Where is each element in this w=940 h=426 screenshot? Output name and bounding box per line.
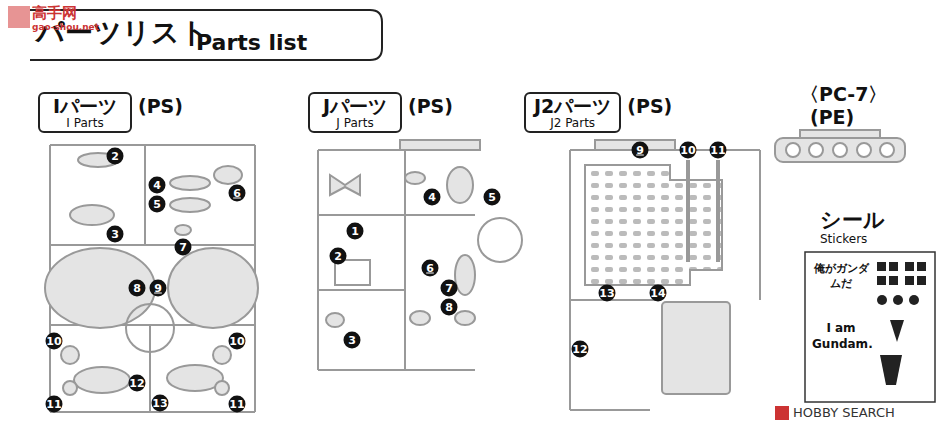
callout-number: 12 — [129, 375, 146, 392]
runner-name: J2パーツ — [534, 95, 611, 117]
label: Stickers — [820, 232, 867, 246]
sticker-text: 俺がガンダムだ — [812, 262, 870, 292]
callout-number: 4 — [424, 189, 441, 206]
callout-number: 12 — [572, 341, 589, 358]
callout-number: 11 — [229, 396, 246, 413]
j2-runner — [570, 140, 760, 410]
watermark-mark — [8, 6, 30, 28]
callout-number: 9 — [632, 142, 649, 159]
pc7-part — [775, 130, 905, 162]
runner-header: IパーツI Parts(PS) — [38, 92, 132, 133]
callout-number: 13 — [152, 395, 169, 412]
material-code: (PS) — [138, 94, 183, 118]
callout-number: 3 — [107, 226, 124, 243]
callout-number: 3 — [344, 332, 361, 349]
callout-number: 10 — [229, 333, 246, 350]
callout-number: 9 — [150, 280, 167, 297]
callout-number: 11 — [710, 142, 727, 159]
callout-number: 8 — [441, 299, 458, 316]
callout-number: 2 — [107, 148, 124, 165]
material-code: (PS) — [627, 94, 672, 118]
runner-name: Iパーツ — [48, 95, 122, 117]
watermark: 高手网 — [32, 4, 77, 23]
sticker-text: I am Gundam. — [812, 320, 870, 352]
callout-number: 10 — [46, 333, 63, 350]
label: 〈PC-7〉 — [800, 82, 887, 108]
callout-number: 2 — [330, 248, 347, 265]
i-runner — [45, 145, 258, 412]
runner-name: Jパーツ — [318, 95, 392, 117]
callout-number: 4 — [149, 177, 166, 194]
callout-number: 5 — [484, 189, 501, 206]
logo-mark — [775, 406, 789, 420]
callout-number: 14 — [650, 285, 667, 302]
runner-header: JパーツJ Parts(PS) — [308, 92, 402, 133]
runner-name-en: I Parts — [48, 117, 122, 130]
label: (PE) — [810, 106, 854, 128]
material-code: (PS) — [408, 94, 453, 118]
label: シール — [820, 206, 885, 234]
callout-number: 7 — [441, 280, 458, 297]
callout-number: 6 — [229, 185, 246, 202]
callout-number: 10 — [680, 142, 697, 159]
title-frame — [30, 10, 382, 60]
label: Parts list — [196, 30, 307, 55]
callout-number: 11 — [46, 396, 63, 413]
callout-number: 1 — [347, 223, 364, 240]
callout-number: 8 — [129, 280, 146, 297]
callout-number: 5 — [149, 196, 166, 213]
label: HOBBY SEARCH — [793, 405, 895, 420]
callout-number: 7 — [175, 239, 192, 256]
runner-header: J2パーツJ2 Parts(PS) — [524, 92, 621, 133]
runner-name-en: J Parts — [318, 117, 392, 130]
callout-number: 6 — [422, 260, 439, 277]
callout-number: 13 — [599, 285, 616, 302]
watermark: gao-shou.net — [32, 22, 99, 32]
runner-name-en: J2 Parts — [534, 117, 611, 130]
sticker-sheet — [805, 252, 935, 402]
j-runner — [318, 140, 522, 370]
